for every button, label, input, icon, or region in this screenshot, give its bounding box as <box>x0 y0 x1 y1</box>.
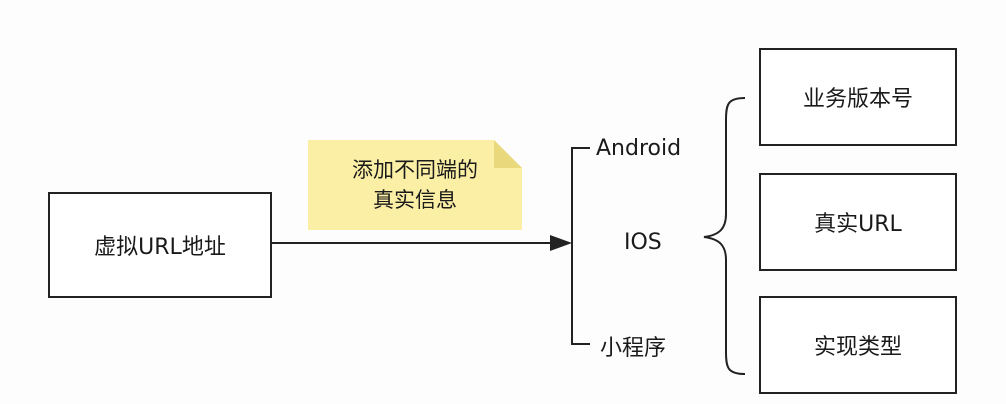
platform-ios: IOS <box>624 230 662 255</box>
detail-box-real-url-label: 真实URL <box>814 212 902 237</box>
sticky-note-line-1: 添加不同端的 <box>352 158 478 182</box>
detail-box-version-label: 业务版本号 <box>802 87 913 112</box>
platform-android: Android <box>596 136 682 161</box>
sticky-note: 添加不同端的 真实信息 <box>308 140 522 230</box>
platform-miniprogram: 小程序 <box>600 336 667 361</box>
sticky-note-line-2: 真实信息 <box>373 188 457 212</box>
source-box: 虚拟URL地址 <box>48 192 272 298</box>
main-arrow-head <box>550 235 572 251</box>
source-box-label: 虚拟URL地址 <box>94 235 226 260</box>
detail-box-impl-type-label: 实现类型 <box>813 335 902 360</box>
detail-box-version: 业务版本号 <box>759 48 957 146</box>
platform-bracket <box>571 147 590 345</box>
sticky-note-text: 添加不同端的 真实信息 <box>308 140 522 230</box>
detail-curly-brace <box>703 97 746 375</box>
sticky-note-shape <box>308 140 522 230</box>
detail-box-real-url: 真实URL <box>759 173 957 271</box>
detail-box-impl-type: 实现类型 <box>759 296 957 394</box>
